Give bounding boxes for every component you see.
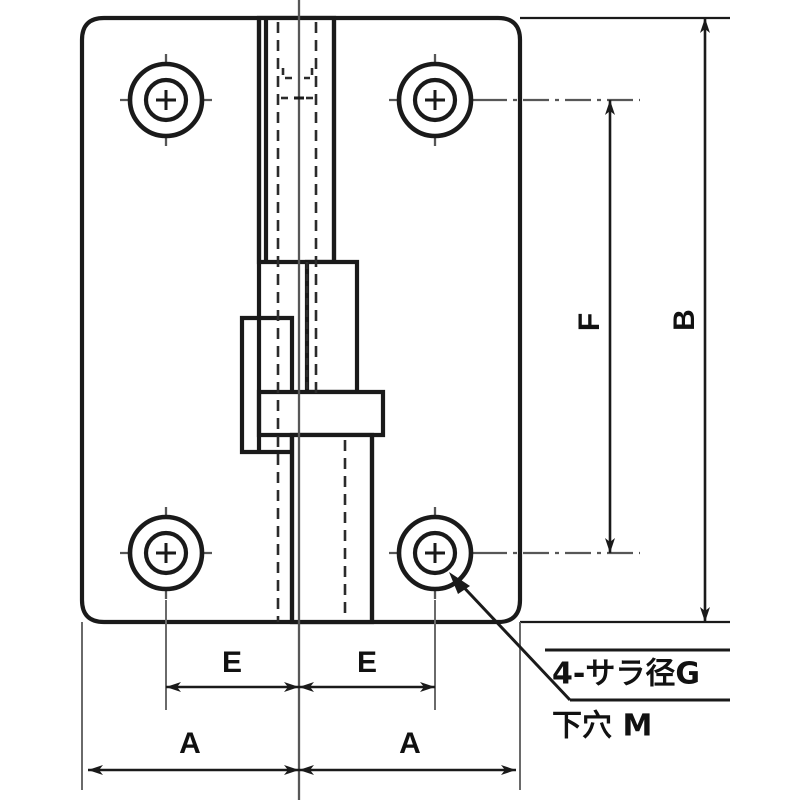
note-countersink-diameter: 4-サラ径G [552, 657, 700, 692]
dimension-A-left: A [88, 727, 299, 775]
hinge-knuckle-assembly [239, 15, 386, 625]
dimension-E-left-label: E [222, 646, 242, 679]
dimension-A-right: A [299, 727, 516, 775]
dimension-A-left-label: A [179, 727, 201, 760]
dimension-E-right-label: E [357, 646, 377, 679]
screw-hole-top-left [120, 54, 212, 146]
pin-top-notch-detail [281, 68, 314, 100]
countersink-note-leader [449, 572, 730, 702]
screw-hole-top-right [389, 54, 481, 146]
knuckle-lower-barrel [289, 432, 375, 625]
dimension-F: F [573, 100, 615, 553]
knuckle-upper [256, 15, 337, 265]
dimension-E-right: E [299, 646, 435, 692]
screw-hole-bottom-left [120, 507, 212, 599]
dimension-F-label: F [573, 313, 606, 331]
screw-hole-bottom-right [389, 507, 481, 599]
dimension-B-label: B [668, 309, 701, 331]
dimension-B: B [668, 18, 710, 622]
knuckle-step-upper-right [304, 259, 360, 395]
dimension-E-left: E [166, 646, 299, 692]
extension-lines [81, 16, 730, 790]
dimension-A-right-label: A [399, 727, 421, 760]
note-pilot-hole: 下穴 M [552, 709, 652, 744]
